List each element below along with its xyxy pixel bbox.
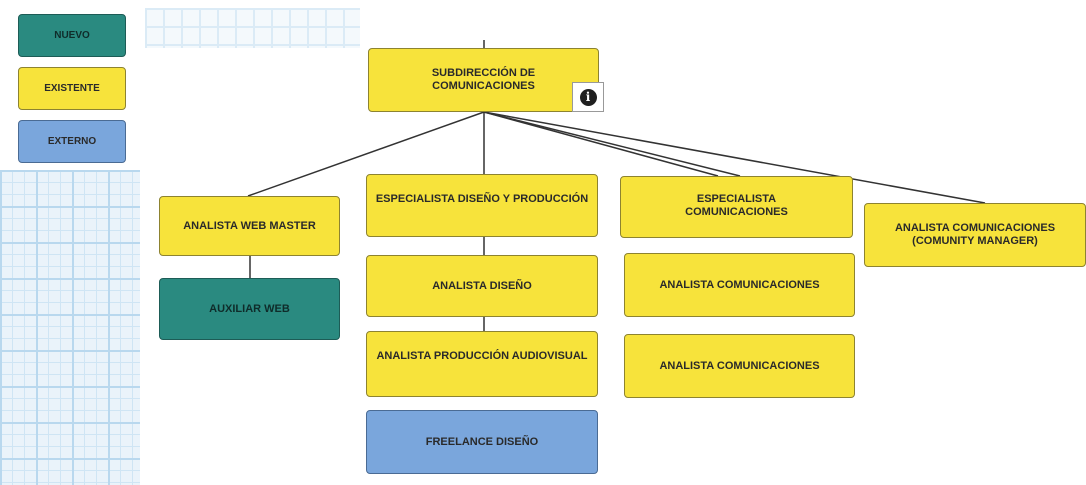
node-auxiliar-web: AUXILIAR WEB [159, 278, 340, 340]
decorative-pattern-top [145, 8, 360, 48]
node-analista-comunicaciones-1: ANALISTA COMUNICACIONES [624, 253, 855, 317]
node-subdireccion-comunicaciones: SUBDIRECCIÓN DE COMUNICACIONES [368, 48, 599, 112]
legend-nuevo: NUEVO [18, 14, 126, 57]
legend-existente: EXISTENTE [18, 67, 126, 110]
node-label: ESPECIALISTA DISEÑO Y PRODUCCIÓN [375, 193, 589, 205]
line-root-especialista-com [483, 111, 719, 177]
node-label: FREELANCE DISEÑO [425, 435, 539, 448]
decorative-pattern [0, 170, 140, 485]
node-analista-comunicaciones-2: ANALISTA COMUNICACIONES [624, 334, 855, 398]
line-root-webmaster [247, 111, 485, 197]
node-analista-diseno: ANALISTA DISEÑO [366, 255, 598, 317]
legend-externo: EXTERNO [18, 120, 126, 163]
legend-label: EXTERNO [47, 135, 97, 147]
line-root-cm [483, 111, 986, 204]
line-root-especialista-com-2 [483, 111, 741, 177]
legend-label: EXISTENTE [44, 82, 100, 94]
node-label: ESPECIALISTA COMUNICACIONES [685, 193, 788, 218]
legend-label: NUEVO [54, 29, 90, 41]
node-label: ANALISTA COMUNICACIONES (COMUNITY MANAGE… [894, 222, 1056, 247]
node-label: ANALISTA COMUNICACIONES [659, 278, 820, 291]
node-label: SUBDIRECCIÓN DE COMUNICACIONES [431, 67, 536, 92]
node-label: ANALISTA WEB MASTER [183, 219, 316, 232]
node-analista-web-master: ANALISTA WEB MASTER [159, 196, 340, 256]
node-freelance-diseno: FREELANCE DISEÑO [366, 410, 598, 474]
node-label: ANALISTA COMUNICACIONES [659, 359, 820, 372]
node-especialista-comunicaciones: ESPECIALISTA COMUNICACIONES [620, 176, 853, 238]
node-label: AUXILIAR WEB [209, 302, 290, 315]
node-label: ANALISTA DISEÑO [432, 279, 532, 292]
node-especialista-diseno-produccion: ESPECIALISTA DISEÑO Y PRODUCCIÓN [366, 174, 598, 237]
node-analista-produccion-audiovisual: ANALISTA PRODUCCIÓN AUDIOVISUAL [366, 331, 598, 397]
info-icon: i [579, 88, 597, 106]
node-label: ANALISTA PRODUCCIÓN AUDIOVISUAL [376, 350, 588, 362]
info-button[interactable]: i [572, 82, 604, 112]
node-analista-comunicaciones-cm: ANALISTA COMUNICACIONES (COMUNITY MANAGE… [864, 203, 1086, 267]
